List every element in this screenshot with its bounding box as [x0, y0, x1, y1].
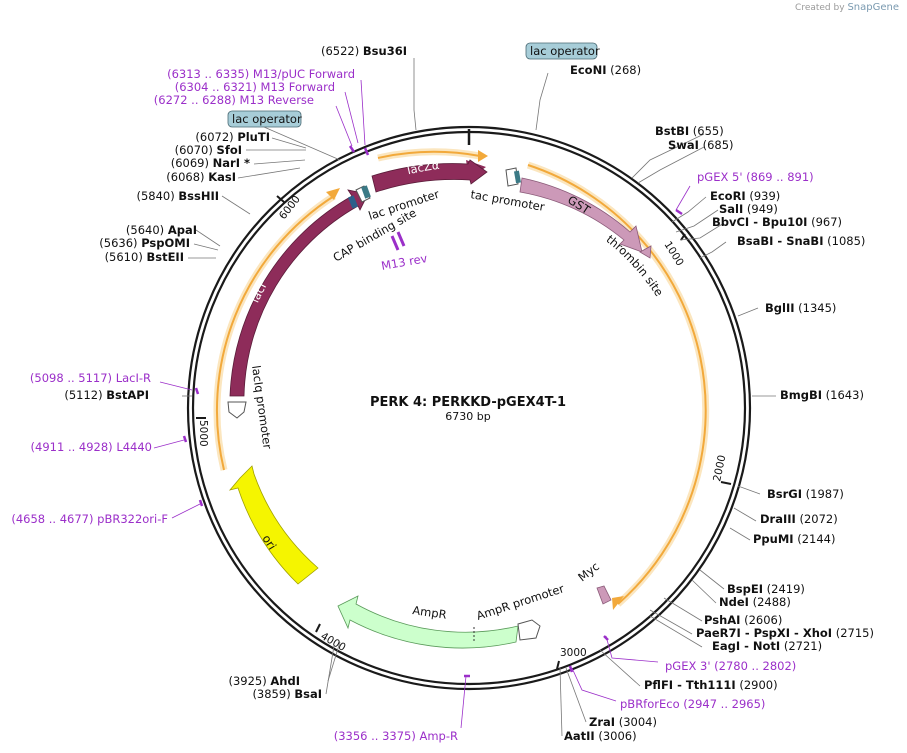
feature-Myc[interactable]: Myc	[575, 559, 612, 605]
plasmid-size: 6730 bp	[445, 410, 490, 423]
feature-ori[interactable]: ori	[228, 465, 319, 585]
site-label-SfoI[interactable]: (6070) SfoI	[175, 143, 242, 157]
primer-leaders	[153, 79, 691, 729]
site-label-BglII[interactable]: BglII (1345)	[765, 301, 836, 315]
backbone	[186, 125, 752, 691]
svg-text:lac operator: lac operator	[232, 112, 302, 126]
site-label-PluTI[interactable]: (6072) PluTI	[195, 130, 270, 144]
site-label-NarI[interactable]: (6069) NarI *	[171, 156, 250, 170]
site-label-DraIII[interactable]: DraIII (2072)	[760, 512, 838, 526]
leader-lines	[182, 58, 776, 737]
site-label-AhdI[interactable]: (3925) AhdI	[228, 674, 300, 688]
primer-M13-rev-label: M13 rev	[380, 251, 428, 273]
primer-label-0[interactable]: (6313 .. 6335) M13/pUC Forward	[167, 67, 355, 81]
site-label-ZraI[interactable]: ZraI (3004)	[589, 715, 657, 729]
orange-arcs	[213, 148, 710, 610]
site-label-BbvCI[interactable]: BbvCI - Bpu10I (967)	[712, 215, 842, 229]
primer-label-9[interactable]: (5098 .. 5117) LacI-R	[30, 371, 151, 385]
tick-2000: 2000	[711, 454, 728, 483]
feature-label-AmpR-promoter: AmpR promoter	[475, 581, 566, 623]
site-label-PpuMI[interactable]: PpuMI (2144)	[753, 532, 835, 546]
primer-label-1[interactable]: (6304 .. 6321) M13 Forward	[175, 80, 335, 94]
primer-label-8[interactable]: (4911 .. 4928) L4440	[31, 440, 152, 454]
site-label-PflFI[interactable]: PflFI - Tth111I (2900)	[644, 678, 778, 692]
tick-1000: 1000	[661, 239, 685, 268]
site-label-SwaI[interactable]: SwaI (685)	[668, 138, 734, 152]
feature-AmpR[interactable]: AmpR	[337, 595, 519, 649]
restriction-site-labels: (6522) Bsu36I EcoNI (268) BstBI (655)SwaI …	[64, 44, 874, 743]
site-label-PshAI[interactable]: PshAI (2606)	[704, 613, 782, 627]
feature-label-lacZa: lacZα	[406, 158, 441, 177]
site-label-BstEII[interactable]: (5610) BstEII	[105, 250, 184, 264]
site-label-BsaBI[interactable]: BsaBI - SnaBI (1085)	[737, 234, 865, 248]
site-label-EcoRI[interactable]: EcoRI (939)	[710, 189, 780, 203]
lac-operator-badge-2: lac operator	[227, 110, 302, 128]
tick-5000: 5000	[197, 420, 209, 447]
primer-label-6[interactable]: (3356 .. 3375) Amp-R	[334, 729, 458, 743]
site-label-PaeR7I[interactable]: PaeR7I - PspXI - XhoI (2715)	[696, 626, 874, 640]
primer-labels: (6313 .. 6335) M13/pUC Forward(6304 .. 6…	[11, 67, 813, 743]
site-label-BmgBI[interactable]: BmgBI (1643)	[780, 388, 864, 402]
site-label-KasI[interactable]: (6068) KasI	[166, 170, 236, 184]
primer-label-5[interactable]: pBRforEco (2947 .. 2965)	[620, 697, 765, 711]
feature-lacZa[interactable]: lacZα	[371, 158, 488, 193]
site-label-AatII[interactable]: AatII (3006)	[564, 729, 637, 743]
site-label-BstBI[interactable]: BstBI (655)	[655, 124, 724, 138]
site-label-SalI[interactable]: SalI (949)	[719, 202, 778, 216]
primer-label-4[interactable]: pGEX 3' (2780 .. 2802)	[665, 659, 796, 673]
snapgene-logo: SnapGene	[847, 2, 899, 13]
site-label-BsrGI[interactable]: BsrGI (1987)	[767, 487, 844, 501]
site-label-Bsu36I[interactable]: (6522) Bsu36I	[321, 44, 407, 58]
lac-operator-badge-1: lac operator	[525, 42, 600, 60]
primer-label-7[interactable]: (4658 .. 4677) pBR322ori-F	[11, 512, 168, 526]
primer-ticks	[182, 145, 683, 678]
site-label-ApaI[interactable]: (5640) ApaI	[126, 223, 197, 237]
snapgene-credit: Created by SnapGene	[795, 2, 899, 13]
primer-label-3[interactable]: pGEX 5' (869 .. 891)	[697, 170, 814, 184]
feature-label-ori: ori	[259, 532, 279, 552]
site-label-PspOMI[interactable]: (5636) PspOMI	[99, 236, 190, 250]
site-label-BstAPI[interactable]: (5112) BstAPI	[64, 388, 149, 402]
site-label-NdeI[interactable]: NdeI (2488)	[719, 595, 791, 609]
site-label-EcoNI[interactable]: EcoNI (268)	[570, 63, 641, 77]
feature-label-lacIq: lacIq promoter	[249, 364, 275, 450]
svg-text:lac operator: lac operator	[530, 44, 600, 58]
site-label-BsaI[interactable]: (3859) BsaI	[252, 687, 322, 701]
site-label-BssHII[interactable]: (5840) BssHII	[136, 189, 219, 203]
feature-label-AmpR: AmpR	[412, 603, 448, 622]
feature-label-Myc: Myc	[575, 559, 602, 584]
site-label-BspEI[interactable]: BspEI (2419)	[727, 582, 805, 596]
site-label-EagI[interactable]: EagI - NotI (2721)	[712, 639, 822, 653]
plasmid-title: PERK 4: PERKKD-pGEX4T-1	[370, 395, 566, 410]
credit-text: Created by	[795, 3, 845, 13]
primer-label-2[interactable]: (6272 .. 6288) M13 Reverse	[154, 93, 314, 107]
tick-3000: 3000	[560, 647, 587, 659]
feature-M13-rev[interactable]: M13 rev	[380, 231, 429, 273]
